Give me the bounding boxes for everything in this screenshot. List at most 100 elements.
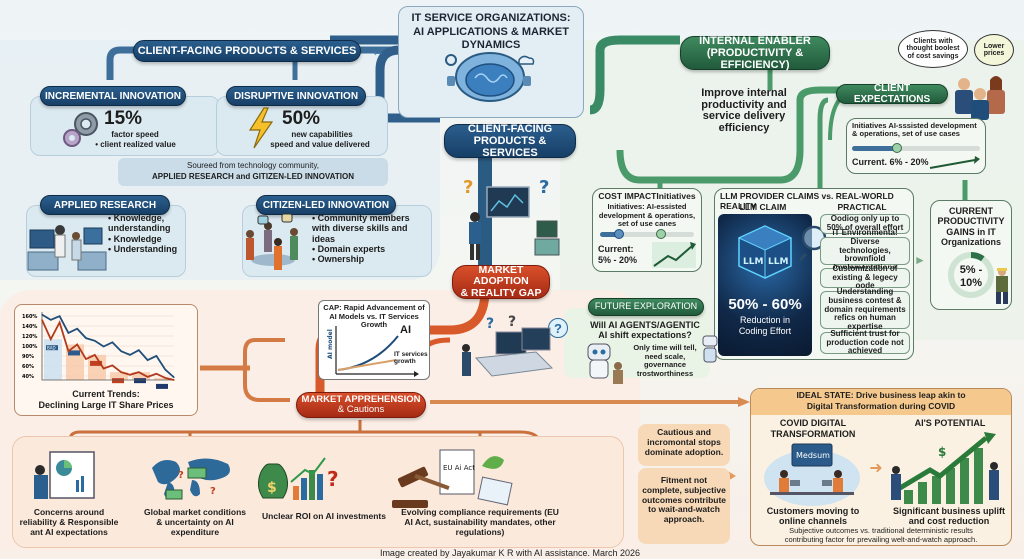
lightning-bolt-icon [248,107,274,149]
y-tick-label: 40% [22,374,34,380]
world-map-money-icon: ? ? [148,452,238,506]
chart-bar-tag [46,345,58,351]
share-price-chart: 160%140%120%100%90%60%40%BAD [22,312,175,389]
svg-text:?: ? [539,177,549,198]
sourced-band [118,158,388,186]
online-customers-icon: Medsum [762,440,862,508]
series-point-lower [85,358,87,360]
slider-knob[interactable] [891,143,902,153]
cost-impact-title: COST IMPACTInitiatives [598,191,696,201]
llm-claim-desc2: Coding Effort [738,326,792,336]
series-line-lower [41,319,175,381]
concern-global-market: Global market conditions & uncertainty o… [143,507,247,537]
ideal-footer1: Subjective outcomes vs. traditional dete… [789,526,973,535]
community-group-icon [238,213,308,276]
worker-icon [992,266,1012,306]
slider-knob-high[interactable] [656,229,667,239]
citizen-led-bullet: Community members with diverse skills an… [312,213,430,244]
series-point-lower [103,367,105,370]
reliability-presentation-icon [30,450,100,508]
concern-compliance: Evolving compliance requirements (EU AI … [401,507,559,537]
robots-icon [580,322,626,384]
series-point-lower [67,350,69,352]
researchers-lab-icon [27,216,108,274]
client-expectations-slider[interactable] [852,143,980,153]
arrow-right-icon: ► [914,253,926,267]
series-point-upper [103,345,105,348]
internal-enabler-header[interactable]: INTERNAL ENABLER (PRODUCTIVITY & EFFICIE… [680,34,830,71]
client-facing-header[interactable]: CLIENT-FACING PRODUCTS & SERVICES [133,40,361,62]
ideal-state-header [751,389,1011,415]
eu-ai-act-doc-label: EU Ai Act [443,464,475,472]
robot-small-icon [700,332,720,370]
ai-potential-label: AI'S POTENTIAL [914,418,986,428]
gap-ylabel: AI model [327,329,334,359]
hub-line1: CLIENT-FACING [467,122,553,135]
current-gains-value: 5% - 10% [959,264,983,289]
cost-impact-slider[interactable] [600,229,694,239]
future-question: Will AI AGENTS/AGENTIC AI shift expectat… [590,320,700,341]
gap-chart-title: CAP: Rapid Advancement of AI Models vs. … [323,303,425,330]
slider-knob-low[interactable] [613,229,624,239]
incremental-innovation-label[interactable]: INCREMENTAL INNOVATION [40,86,186,106]
covid-label1: COVID DIGITAL [779,418,847,428]
client-facing-hub[interactable]: CLIENT-FACING PRODUCTS & SERVICES [444,122,576,159]
concern-reliability: Concerns around reliability & Responsibl… [19,507,119,537]
disruptive-innovation-label[interactable]: DISRUPTIVE INNOVATION [226,86,366,106]
ideal-state-title2: Digital Transformation during COVID [806,401,956,411]
title-line2: AI APPLICATIONS & MARKET DYNAMICS [413,26,569,51]
chart-bar-tag [90,360,102,366]
series-point-upper [85,337,87,339]
pipe-green-top [589,35,680,115]
client-expectations-label[interactable]: CLIENT EXPECTATIONS [836,83,948,105]
series-line-upper [41,313,175,379]
adoption-line1: MARKET ADOPTION [473,263,529,288]
series-point-lower [76,343,78,346]
llm-claim-value: 50% - 60% [728,296,802,313]
svg-text:?: ? [210,486,216,497]
applied-research-bullet: Knowledge [108,234,188,244]
citizen-led-innovation-label[interactable]: CITIZEN-LED INNOVATION [256,195,396,215]
series-point-lower [138,371,140,373]
client-expectations-initiatives: Initiatives AI-sssisted development & op… [852,121,977,139]
gears-icon [60,108,104,148]
analyst-at-monitor-icon: ? ? [455,175,565,265]
future-exploration-panel [564,308,710,378]
y-tick-label: 140% [22,324,37,330]
market-apprehension[interactable]: MARKET APPREHENSION & Cautions [296,392,426,418]
series-point-lower [129,374,131,376]
svg-text:?: ? [178,470,184,481]
series-point-lower [164,377,166,379]
chart-bar-tag [68,350,80,356]
series-point-lower [155,373,157,375]
series-point-lower [111,364,113,366]
market-adoption-gap[interactable]: MARKET ADOPTION & REALITY GAP [452,263,550,299]
gap-series-it [337,359,397,371]
internal-goal: Improve internal productivity and servic… [701,87,787,134]
disruptive-desc1: new capabilities [291,130,353,139]
pipe-blue-left [106,46,400,80]
chart-bar-label: BAD [47,346,56,351]
llm-claim-desc1: Reduction in [739,315,791,325]
llm-claims-title: LLM PROVIDER CLAIMS vs. REAL-WORLD REALI… [720,191,894,211]
note-fitment: Fitment not complete, subjective outcome… [641,475,727,525]
limitation-item: Oodiog only up to 50% of overall effort [820,214,910,234]
chip-text-right: LLM [768,257,788,267]
applied-research-bullets: Knowledge, understanding Knowledge Under… [108,213,188,254]
disruptive-desc2: speed and value delivered [270,140,370,149]
workstation-icon: ? ? [456,314,556,384]
series-point-lower [41,319,43,321]
internal-enabler-line1: INTERNAL ENABLER [699,34,811,47]
future-exploration-label[interactable]: FUTURE EXPLORATION [588,298,704,316]
applied-research-label[interactable]: APPLIED RESEARCH [40,195,170,215]
series-point-upper [138,349,140,351]
y-tick-label: 60% [22,364,34,370]
limitation-item: iT Environmenta! Diverse technologies, b… [820,228,910,272]
citizen-led-bullet: Domain experts [312,244,430,254]
current-gains-title: CURRENT PRODUCTIVITY GAINS in IT Organiz… [937,206,1005,248]
limitation-item: Customization of existing & legecy oode [820,264,910,290]
growth-chart-icon: $ [890,430,1008,506]
svg-text:?: ? [463,177,473,198]
series-point-upper [147,359,149,361]
